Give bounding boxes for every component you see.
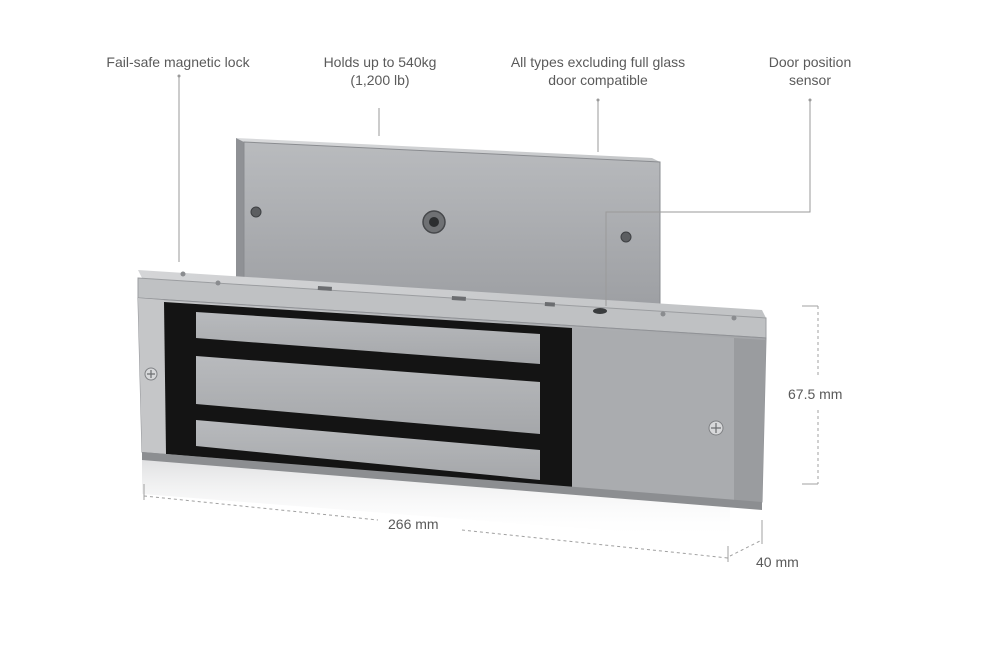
armature-plate [236, 138, 661, 315]
callout-door-compatibility: All types excluding full glass door comp… [488, 53, 708, 89]
callout-door-compatibility-line-2: door compatible [548, 72, 648, 88]
leader-lines [177, 74, 812, 306]
callout-holding-force-line-1: Holds up to 540kg [323, 54, 437, 70]
magnet-strip-top [196, 312, 540, 364]
dimension-height-label: 67.5 mm [788, 386, 843, 402]
dimension-depth-label: 40 mm [756, 554, 799, 570]
callout-door-sensor-line-2: sensor [788, 72, 832, 88]
floor-reflection [142, 452, 730, 540]
callout-door-sensor-line-1: Door position [768, 54, 852, 70]
callout-holding-force: Holds up to 540kg (1,200 lb) [290, 53, 470, 89]
callout-fail-safe: Fail-safe magnetic lock [88, 53, 268, 71]
callout-holding-force-line-2: (1,200 lb) [350, 72, 410, 88]
lock-body-front [137, 297, 767, 510]
dimension-length-label: 266 mm [388, 516, 439, 532]
callout-fail-safe-line-1: Fail-safe magnetic lock [106, 54, 250, 70]
magnet-strip-bottom [196, 420, 540, 480]
dimension-lines [143, 305, 819, 562]
plate-screw-hole-left [250, 206, 262, 218]
plate-screw-hole-right [620, 231, 632, 243]
callout-door-sensor: Door position sensor [740, 53, 880, 89]
door-position-sensor-hole [593, 308, 607, 314]
magnet-strip-middle [196, 356, 540, 434]
callout-door-compatibility-line-1: All types excluding full glass [510, 54, 686, 70]
